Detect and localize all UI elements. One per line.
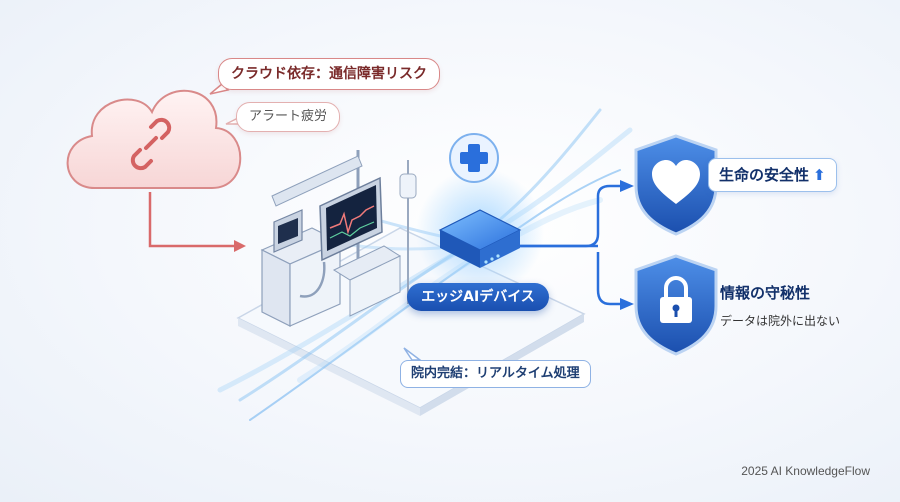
inhouse-processing-tag: 院内完結：リアルタイム処理 [400, 360, 591, 388]
heart-icon [652, 160, 700, 204]
footer-credit: 2025 AI KnowledgeFlow [741, 464, 870, 478]
up-arrow-icon: ⬆ [813, 166, 826, 184]
broken-link-icon [130, 117, 172, 171]
lock-icon [660, 276, 692, 323]
privacy-title: 情報の守秘性 [720, 284, 811, 302]
edge-device-icon [438, 209, 522, 268]
lock-shield-icon [634, 254, 718, 356]
alert-fatigue-bubble: アラート疲労 [236, 102, 341, 132]
life-safety-label: 生命の安全性 [719, 166, 810, 184]
edge-device-label: エッジAIデバイス [407, 283, 549, 311]
medical-equipment-icon [260, 150, 417, 327]
cloud-to-edge-arrow [148, 192, 246, 252]
cloud-risk-bubble: クラウド依存：通信障害リスク [218, 58, 440, 90]
medical-cross-icon [449, 133, 499, 183]
arrow-head-privacy [620, 298, 634, 310]
heart-shield-icon [634, 134, 718, 236]
branch-arrows [520, 184, 622, 306]
life-safety-box: 生命の安全性⬆ [708, 158, 837, 192]
arrow-head-safety [620, 180, 634, 192]
privacy-subtitle: データは院外に出ない [720, 314, 841, 328]
